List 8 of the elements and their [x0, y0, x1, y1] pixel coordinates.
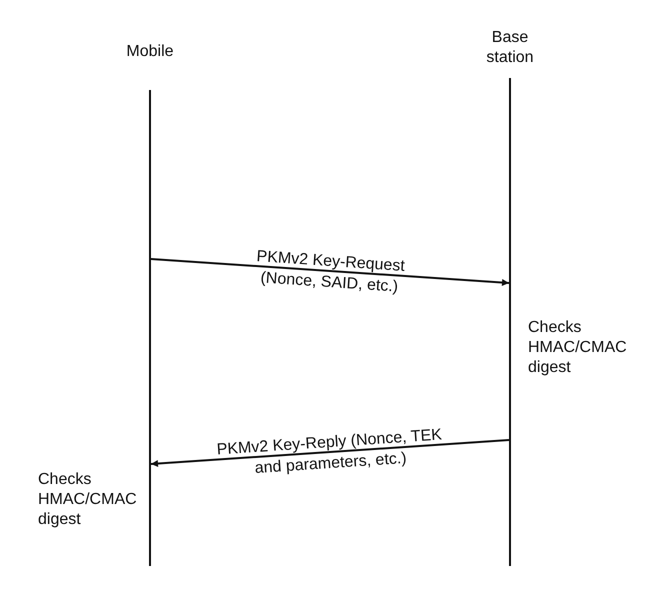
message-arrow — [150, 258, 510, 286]
edge-label: PKMv2 Key-Request (Nonce, SAID, etc.) — [255, 247, 406, 298]
note-text: Checks HMAC/CMAC digest — [38, 470, 138, 530]
message-arrow — [150, 439, 510, 468]
note-text: Checks HMAC/CMAC digest — [528, 318, 628, 378]
edge-label: PKMv2 Key-Reply (Nonce, TEK and parameters, etc.) — [215, 426, 444, 480]
participant-label: Mobile — [125, 42, 175, 62]
participant-label: Base station — [485, 28, 535, 68]
